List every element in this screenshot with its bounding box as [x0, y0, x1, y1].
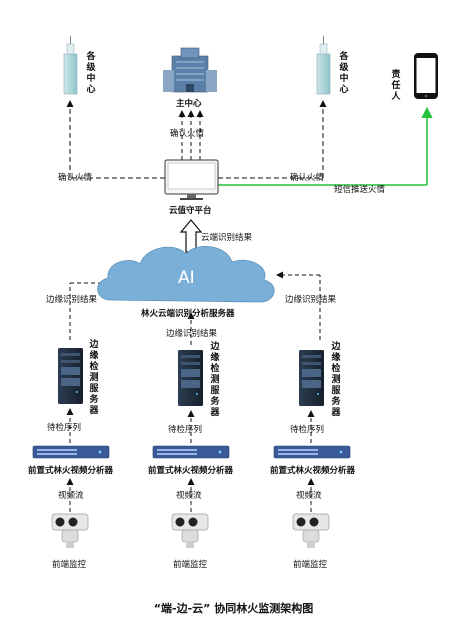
- edge-label-video-right: 视频流: [296, 491, 322, 501]
- left-tower-building: [63, 36, 78, 95]
- ai-cloud: [97, 246, 275, 303]
- video-analyzer-left: [32, 445, 110, 459]
- server-label-left: 边缘检测服务器: [89, 340, 99, 416]
- platform-label: 云值守平台: [169, 206, 212, 216]
- server-label-right: 边缘检测服务器: [331, 342, 341, 418]
- edge-label-video-middle: 视频流: [176, 491, 202, 501]
- edge-label-edge-result-middle: 边缘识别结果: [166, 329, 218, 339]
- edge-server-left: [58, 348, 83, 404]
- camera-right: [292, 513, 330, 548]
- right-tower-building: [316, 36, 331, 95]
- camera-label-middle: 前端监控: [173, 560, 208, 570]
- edge-label-confirm-left: 确认火情: [58, 173, 93, 183]
- camera-label-left: 前端监控: [52, 560, 87, 570]
- analyzer-label-left: 前置式林火视频分析器: [28, 466, 114, 476]
- camera-left: [51, 513, 89, 548]
- cloud-server-label: 林火云端识别分析服务器: [141, 309, 235, 319]
- camera-middle: [171, 513, 209, 548]
- edge-label-confirm-main: 确认火情: [170, 129, 205, 139]
- phone-device: [414, 53, 438, 99]
- edge-server-right: [299, 350, 324, 406]
- analyzer-label-right: 前置式林火视频分析器: [270, 466, 356, 476]
- server-label-middle: 边缘检测服务器: [210, 342, 220, 418]
- platform-monitor: [164, 159, 219, 200]
- edge-label-video-left: 视频流: [58, 491, 84, 501]
- video-analyzer-middle: [152, 445, 230, 459]
- main-center-label: 主中心: [176, 99, 202, 109]
- edge-label-queue-middle: 待检序列: [168, 425, 203, 435]
- left-tower-label: 各级中心: [86, 52, 96, 95]
- edge-label-sms: 短信推送火情: [334, 185, 386, 195]
- right-tower-label: 各级中心: [339, 52, 349, 95]
- ai-text: AI: [178, 268, 195, 288]
- connector-lines: [66, 100, 433, 512]
- edge-label-queue-right: 待检序列: [290, 425, 325, 435]
- edge-label-cloud-result: 云端识别结果: [201, 233, 253, 243]
- person-label: 责任人: [391, 70, 401, 102]
- analyzer-label-middle: 前置式林火视频分析器: [148, 466, 234, 476]
- main-center-building: [163, 47, 217, 93]
- edge-server-middle: [178, 350, 203, 406]
- video-analyzer-right: [273, 445, 351, 459]
- edge-label-edge-result-left: 边缘识别结果: [46, 295, 98, 305]
- edge-label-confirm-right: 确认火情: [290, 173, 325, 183]
- diagram-caption: “端-边-云” 协同林火监测架构图: [153, 602, 314, 615]
- edge-label-edge-result-right: 边缘识别结果: [285, 295, 337, 305]
- edge-label-queue-left: 待检序列: [47, 423, 82, 433]
- camera-label-right: 前端监控: [293, 560, 328, 570]
